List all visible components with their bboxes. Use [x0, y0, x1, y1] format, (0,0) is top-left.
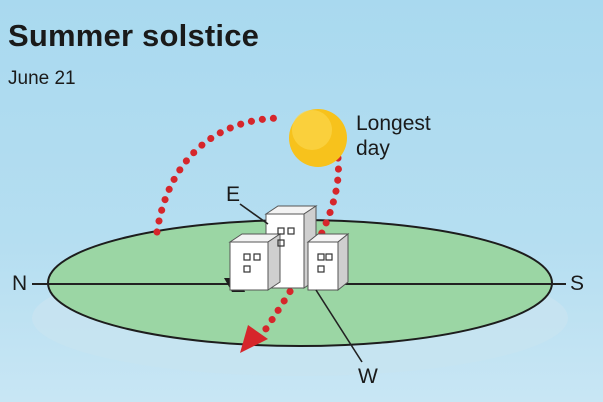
building-group: [228, 205, 350, 292]
sun-path-arrowhead: [240, 325, 268, 353]
north-label: N: [12, 272, 28, 295]
west-leader-line: [315, 289, 363, 363]
building-windows: [243, 227, 333, 273]
sun-highlight: [292, 110, 332, 150]
sun-label-line2: day: [356, 137, 390, 160]
diagram-title: Summer solstice: [8, 18, 260, 53]
sun-path-descent: [253, 154, 342, 346]
west-label: W: [358, 365, 378, 388]
east-label: E: [226, 183, 241, 206]
sun-label-line1: Longest: [356, 112, 431, 135]
diagram-date: June 21: [8, 68, 76, 89]
south-label: S: [570, 272, 585, 295]
building-left-side: [267, 233, 281, 291]
sun-path-arc: [153, 114, 287, 236]
building-right-side: [337, 232, 349, 292]
east-leader-line: [239, 203, 269, 225]
